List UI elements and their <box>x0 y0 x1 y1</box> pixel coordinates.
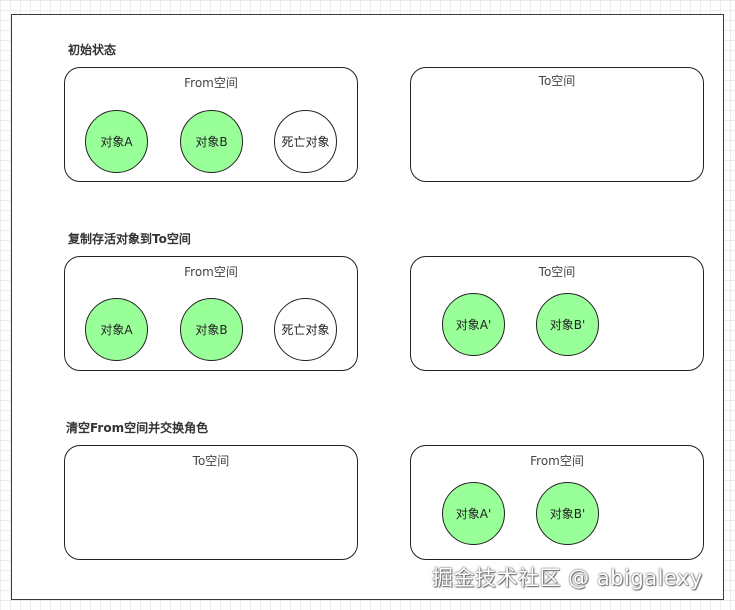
stage-2-right-space: To空间 对象A' 对象B' <box>410 256 704 371</box>
copied-live-object: 对象B' <box>536 482 599 545</box>
stage-1-right-space: To空间 <box>410 67 704 182</box>
copied-live-object: 对象B' <box>536 293 599 356</box>
live-object: 对象B <box>180 110 243 173</box>
stage-2-title: 复制存活对象到To空间 <box>68 232 191 246</box>
copied-live-object: 对象A' <box>442 482 505 545</box>
space-label: To空间 <box>538 74 576 88</box>
stage-3-left-space: To空间 <box>64 445 358 560</box>
watermark-text: 掘金技术社区 @ abigalexy <box>432 566 703 590</box>
live-object: 对象A <box>85 298 148 361</box>
live-object: 对象A <box>85 110 148 173</box>
dead-object: 死亡对象 <box>274 298 337 361</box>
space-label: From空间 <box>184 265 238 279</box>
stage-2-left-space: From空间 对象A 对象B 死亡对象 <box>64 256 358 371</box>
stage-1-left-space: From空间 对象A 对象B 死亡对象 <box>64 67 358 182</box>
copied-live-object: 对象A' <box>442 293 505 356</box>
space-label: From空间 <box>530 454 584 468</box>
dead-object: 死亡对象 <box>274 110 337 173</box>
space-label: To空间 <box>192 454 230 468</box>
stage-1-title: 初始状态 <box>68 43 117 57</box>
stage-3-title: 清空From空间并交换角色 <box>66 421 209 435</box>
live-object: 对象B <box>180 298 243 361</box>
space-label: To空间 <box>538 265 576 279</box>
stage-3-right-space: From空间 对象A' 对象B' <box>410 445 704 560</box>
space-label: From空间 <box>184 76 238 90</box>
